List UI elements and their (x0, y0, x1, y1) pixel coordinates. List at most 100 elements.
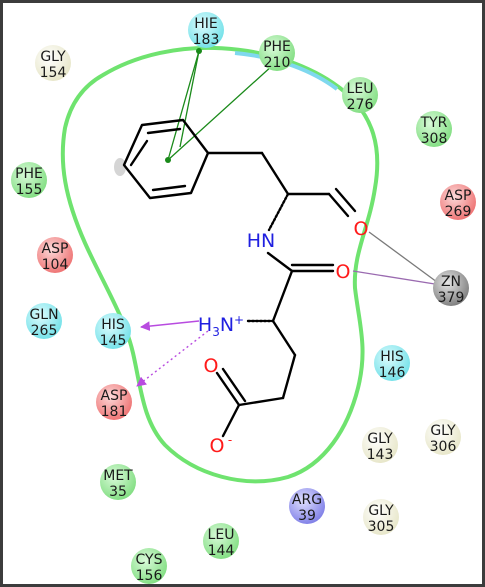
residue-circle (433, 270, 469, 306)
residue-name: TYR (420, 115, 448, 131)
residue-name: GLY (430, 423, 456, 439)
residue-name: ASP (42, 241, 69, 257)
pi-stack-dot-ring (165, 157, 171, 163)
residue-name: ARG (292, 492, 322, 508)
residue-name: GLN (29, 307, 58, 323)
residue-circle (96, 384, 132, 420)
residue-circle (203, 523, 239, 559)
ligand-interaction-diagram: O O HN H3N+ O O - HIE183PHE210GLY154LEU2… (11, 12, 476, 584)
solvent-exposure-arc (234, 51, 339, 91)
h-bond-arrow-his145 (140, 320, 200, 331)
residue-number: 143 (367, 447, 394, 463)
residue-circle (289, 488, 325, 524)
residue-circle (363, 499, 399, 535)
atom-o-charge: - (228, 433, 232, 447)
atom-o-aldehyde: O (354, 218, 369, 240)
metal-coordination-line-2 (352, 270, 442, 286)
residue-circle (35, 45, 71, 81)
residue-circle (259, 35, 295, 71)
residue-number: 156 (136, 568, 163, 584)
residue-name: CYS (136, 552, 163, 568)
residue-circle (362, 427, 398, 463)
binding-pocket-outline (60, 45, 380, 484)
residue-number: 104 (42, 257, 69, 273)
residue-name: PHE (15, 166, 43, 182)
residue-name: GLY (40, 49, 66, 65)
residue-name: HIS (101, 317, 125, 333)
pi-stack-line-hie183 (167, 50, 200, 161)
residue-number: 306 (430, 439, 457, 455)
residue-circle (188, 12, 224, 48)
residue-name: LEU (347, 81, 374, 97)
residue-name: LEU (208, 527, 235, 543)
residue-circle (95, 313, 131, 349)
residue-number: 155 (16, 182, 43, 198)
residue-circle (26, 303, 62, 339)
residue-name: MET (103, 468, 133, 484)
residue-name: HIS (380, 349, 404, 365)
residue-circle (37, 237, 73, 273)
residue-name: HIE (194, 16, 218, 32)
residue-number: 39 (298, 508, 316, 524)
ligand-structure (114, 118, 357, 438)
residue-circle (11, 162, 47, 198)
pi-stack-dot-hie183 (196, 48, 202, 54)
residue-name: ASP (101, 388, 128, 404)
atom-o-carboxylate: O (210, 435, 225, 457)
residue-number: 183 (193, 32, 220, 48)
residue-number: 265 (31, 323, 58, 339)
residue-number: 269 (445, 204, 472, 220)
residue-circle (374, 345, 410, 381)
ligand-atoms: O O HN H3N+ O O - (198, 218, 369, 457)
residue-number: 181 (101, 404, 128, 420)
residue-name: GLY (367, 431, 393, 447)
interaction-lines (136, 48, 442, 387)
residue-number: 146 (379, 365, 406, 381)
salt-bridge-arrow-asp181 (136, 330, 209, 387)
residue-circle (131, 548, 167, 584)
residue-name: PHE (263, 39, 291, 55)
atom-nh: HN (247, 230, 276, 252)
residue-number: 276 (347, 97, 374, 113)
residue-circle (425, 419, 461, 455)
residue-number: 210 (264, 55, 291, 71)
residue-circle (416, 111, 452, 147)
atom-o-amide: O (336, 261, 351, 283)
residue-number: 154 (40, 65, 67, 81)
residue-number: 144 (208, 543, 235, 559)
residue-circle (100, 464, 136, 500)
residue-number: 379 (438, 290, 465, 306)
atom-o-carboxyl: O (204, 355, 219, 377)
residue-name: GLY (368, 503, 394, 519)
residue-number: 35 (109, 484, 127, 500)
residue-number: 305 (368, 519, 395, 535)
residue-number: 308 (421, 131, 448, 147)
residue-circle (440, 184, 476, 220)
metal-coordination-line-1 (368, 231, 442, 286)
pi-stack-line-phe210 (167, 64, 274, 161)
residue-name: ZN (441, 274, 461, 290)
atom-h3n: H3N+ (198, 313, 244, 339)
residue-circle (342, 77, 378, 113)
